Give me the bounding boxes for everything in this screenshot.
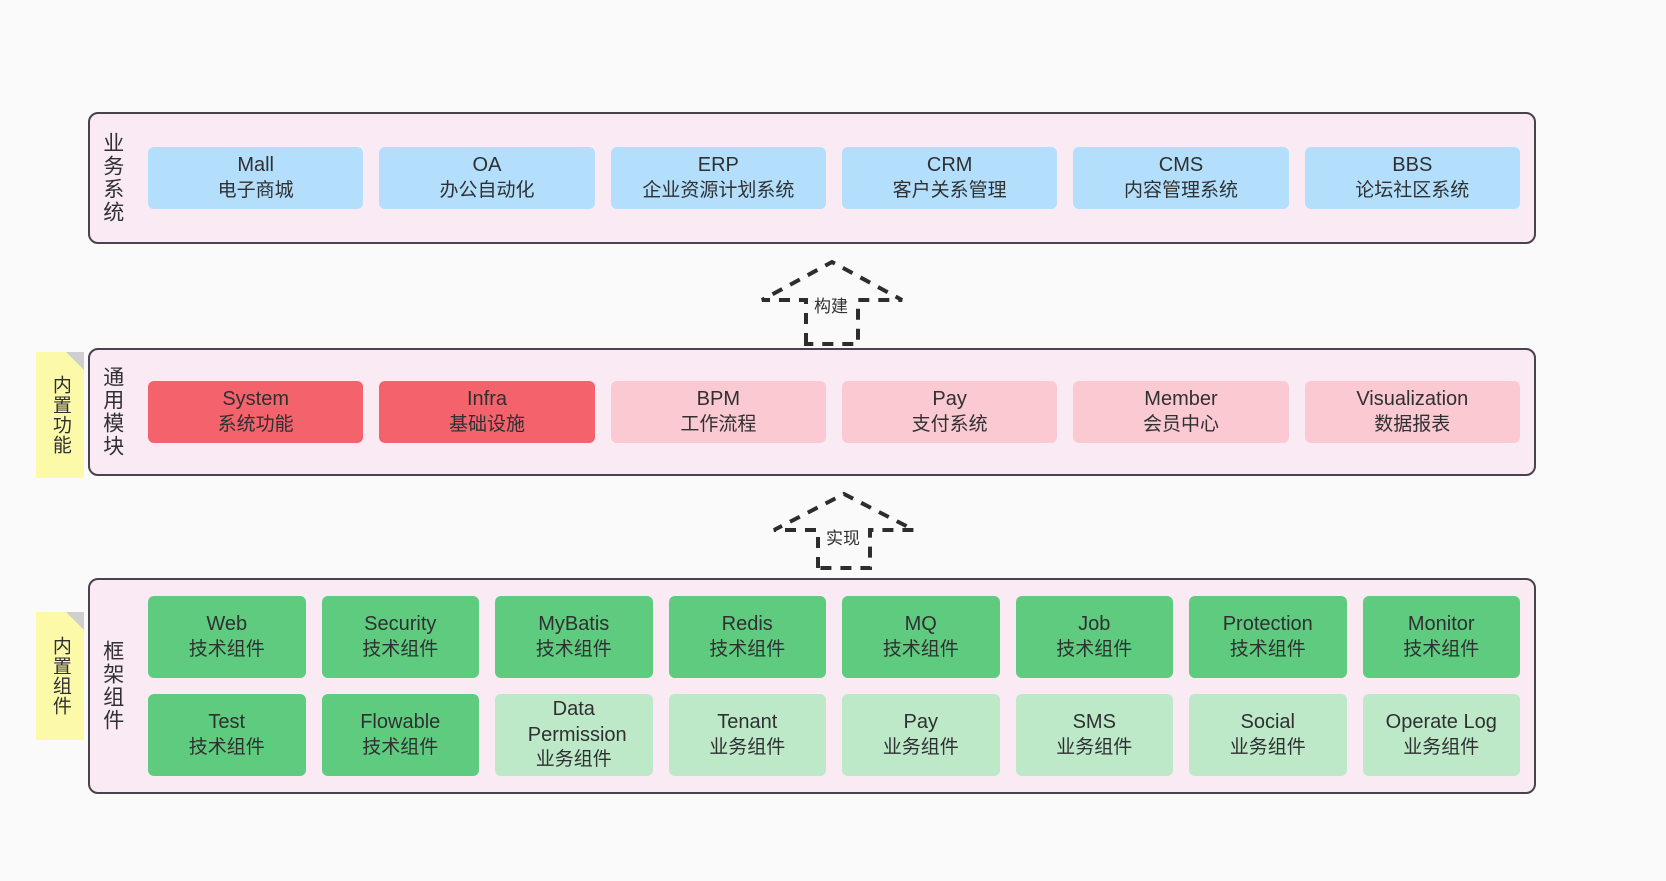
node-label-cn: 工作流程 [680,413,757,435]
node-label-cn: 系统功能 [217,413,294,435]
node-label-cn: 内容管理系统 [1123,179,1238,201]
node-label-en: System [222,388,289,411]
node-label-cn: 办公自动化 [439,179,535,201]
node-mybatis[interactable]: MyBatis 技术组件 [495,596,653,678]
node-label-en: Test [208,711,246,734]
connector-build-label: 构建 [812,292,850,317]
node-label-en: Infra [466,388,507,411]
node-flowable[interactable]: Flowable 技术组件 [321,694,479,776]
node-mq[interactable]: MQ 技术组件 [842,596,1000,678]
layer-title-common-module: 通用模块 [100,366,124,458]
node-label-en: BPM [696,388,740,411]
node-protection[interactable]: Protection 技术组件 [1189,596,1347,678]
node-label-en: Security [364,613,437,636]
node-label-en: Pay [932,388,967,411]
node-job[interactable]: Job 技术组件 [1015,596,1173,678]
node-label-cn: 客户关系管理 [892,179,1007,201]
layer-title-framework-component: 框架组件 [100,640,124,732]
connector-implement-label: 实现 [824,524,862,549]
node-label-en: Monitor [1407,613,1475,636]
node-label-en: Web [206,613,248,636]
node-infra[interactable]: Infra 基础设施 [379,381,595,443]
node-label-cn: 业务组件 [709,736,786,758]
node-tenant[interactable]: Tenant 业务组件 [668,694,826,776]
node-mall[interactable]: Mall 电子商城 [148,147,364,209]
node-label-cn: 技术组件 [1403,638,1480,660]
node-label-en: ERP [697,154,739,177]
node-label-cn: 电子商城 [217,179,294,201]
node-label-cn: 会员中心 [1142,413,1219,435]
layer-business-system[interactable]: 业务系统 Mall 电子商城 OA 办公自动化 ERP 企业资源计划系统 CRM… [88,112,1536,244]
node-label-cn: 技术组件 [709,638,786,660]
node-label-cn: 技术组件 [535,638,612,660]
node-crm[interactable]: CRM 客户关系管理 [841,147,1058,209]
note-builtin-components: 内置组件 [36,612,84,740]
node-bpm[interactable]: BPM 工作流程 [610,381,826,443]
node-label-en: Data Permission [527,698,627,746]
node-label-en: BBS [1392,154,1433,177]
node-label-en: Mall [237,154,274,177]
node-label-cn: 数据报表 [1374,413,1451,435]
node-sms[interactable]: SMS 业务组件 [1015,694,1173,776]
node-pay-component[interactable]: Pay 业务组件 [842,694,1000,776]
node-label-cn: 技术组件 [362,736,439,758]
node-label-cn: 业务组件 [882,736,959,758]
node-monitor[interactable]: Monitor 技术组件 [1362,596,1520,678]
node-label-cn: 业务组件 [1229,736,1306,758]
node-social[interactable]: Social 业务组件 [1189,694,1347,776]
layer-body-business-system: Mall 电子商城 OA 办公自动化 ERP 企业资源计划系统 CRM 客户关系… [134,114,1534,242]
node-label-en: MyBatis [538,613,610,636]
node-label-en: Operate Log [1385,711,1497,734]
node-label-cn: 技术组件 [1056,638,1133,660]
node-web[interactable]: Web 技术组件 [148,596,306,678]
node-operate-log[interactable]: Operate Log 业务组件 [1362,694,1520,776]
node-label-en: OA [472,154,502,177]
node-label-cn: 技术组件 [882,638,959,660]
layer-framework-component[interactable]: 框架组件 Web 技术组件 Security 技术组件 MyBatis 技术组件… [88,578,1536,794]
node-label-cn: 业务组件 [1056,736,1133,758]
node-test[interactable]: Test 技术组件 [148,694,306,776]
node-label-en: Tenant [717,711,778,734]
node-label-cn: 支付系统 [911,413,988,435]
node-label-cn: 技术组件 [188,638,265,660]
node-label-en: CMS [1158,154,1204,177]
node-cms[interactable]: CMS 内容管理系统 [1073,147,1289,209]
layer-common-module[interactable]: 通用模块 System 系统功能 Infra 基础设施 BPM 工作流程 Pay… [88,348,1536,476]
node-label-en: Pay [903,711,938,734]
node-label-en: MQ [904,613,937,636]
node-label-en: Protection [1222,613,1313,636]
node-label-cn: 基础设施 [448,413,525,435]
layer-title-business-system: 业务系统 [100,132,124,224]
node-label-cn: 业务组件 [1403,736,1480,758]
node-pay-module[interactable]: Pay 支付系统 [841,381,1058,443]
node-redis[interactable]: Redis 技术组件 [668,596,826,678]
node-label-en: SMS [1072,711,1116,734]
node-bbs[interactable]: BBS 论坛社区系统 [1304,147,1520,209]
node-label-en: CRM [926,154,973,177]
node-label-en: Redis [721,613,773,636]
node-label-cn: 论坛社区系统 [1355,179,1470,201]
note-builtin-features: 内置功能 [36,352,84,478]
node-label-cn: 技术组件 [362,638,439,660]
node-system[interactable]: System 系统功能 [148,381,364,443]
node-data-permission[interactable]: Data Permission 业务组件 [495,694,653,776]
node-erp[interactable]: ERP 企业资源计划系统 [610,147,826,209]
node-visualization[interactable]: Visualization 数据报表 [1304,381,1520,443]
node-label-cn: 技术组件 [188,736,265,758]
node-member[interactable]: Member 会员中心 [1073,381,1289,443]
node-label-cn: 业务组件 [535,749,612,771]
layer-body-common-module: System 系统功能 Infra 基础设施 BPM 工作流程 Pay 支付系统… [134,350,1534,474]
layer-body-framework-component: Web 技术组件 Security 技术组件 MyBatis 技术组件 Redi… [134,580,1534,792]
node-label-en: Social [1240,711,1295,734]
node-label-en: Job [1078,613,1111,636]
node-security[interactable]: Security 技术组件 [321,596,479,678]
framework-row-technical: Web 技术组件 Security 技术组件 MyBatis 技术组件 Redi… [148,596,1520,678]
framework-row-business: Test 技术组件 Flowable 技术组件 Data Permission … [148,694,1520,776]
node-label-cn: 企业资源计划系统 [642,179,795,201]
node-oa[interactable]: OA 办公自动化 [379,147,595,209]
node-label-en: Visualization [1356,388,1469,411]
node-label-en: Flowable [360,711,441,734]
node-label-cn: 技术组件 [1229,638,1306,660]
node-label-en: Member [1144,388,1218,411]
